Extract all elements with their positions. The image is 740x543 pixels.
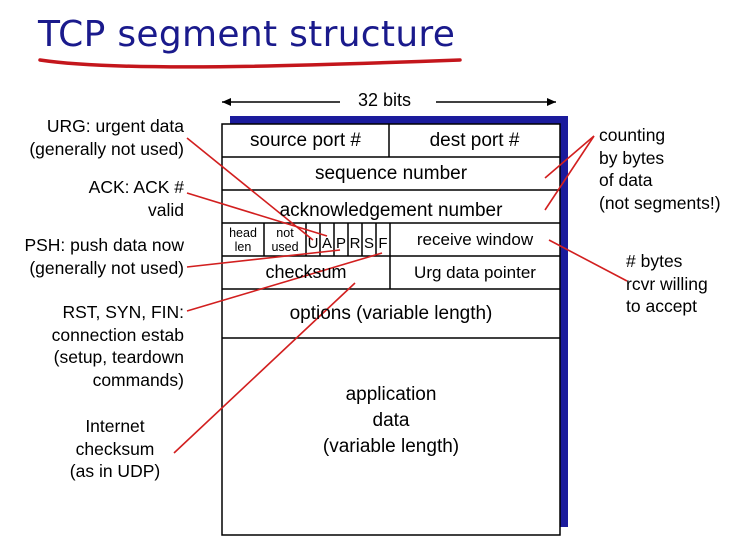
counting-callout-line-1 [544, 135, 595, 179]
options-field: options (variable length) [289, 302, 493, 324]
data-line-3: (variable length) [322, 436, 460, 457]
flag-fin: F [378, 235, 388, 252]
dest-port-field: dest port # [429, 129, 520, 151]
head-len-line-2: len [234, 239, 252, 254]
title-underline [38, 58, 462, 69]
data-line-1: application [345, 384, 437, 405]
ack-annotation: ACK: ACK # valid [88, 177, 184, 220]
checksum-field: checksum [265, 262, 347, 282]
flag-urg: U [307, 235, 319, 252]
counting-annotation: counting by bytes of data (not segments!… [599, 125, 721, 213]
data-field: application data (variable length) [222, 376, 560, 466]
segment-box [221, 123, 561, 536]
width-label: 32 bits [358, 90, 412, 110]
slide-title: TCP segment structure [38, 14, 456, 55]
not-used-field: not used [264, 223, 306, 256]
urg-annotation: URG: urgent data (generally not used) [29, 116, 184, 159]
psh-callout-line [186, 249, 341, 268]
rst-callout-line [186, 252, 383, 312]
data-line-2: data [372, 410, 410, 431]
checksum-annotation: Internet checksum (as in UDP) [69, 416, 161, 481]
urg-callout-line [186, 137, 314, 241]
rst-syn-fin-annotation: RST, SYN, FIN: connection estab (setup, … [51, 302, 184, 390]
checksum-callout-line [173, 282, 356, 454]
not-used-line-2: used [271, 239, 299, 254]
flag-psh: P [335, 235, 346, 252]
psh-annotation: PSH: push data now (generally not used) [24, 235, 184, 278]
receive-window-field: receive window [416, 229, 534, 249]
sequence-number-field: sequence number [314, 162, 468, 184]
head-len-field: head len [222, 223, 264, 256]
window-callout-line [548, 239, 628, 282]
ack-number-field: acknowledgement number [279, 200, 503, 221]
head-len-line-1: head [229, 225, 257, 240]
source-port-field: source port # [250, 129, 361, 151]
ack-callout-line [186, 192, 328, 237]
window-annotation: # bytes rcvr willing to accept [626, 251, 708, 316]
not-used-line-1: not [276, 225, 294, 240]
flag-syn: S [363, 235, 374, 252]
flag-rst: R [349, 235, 361, 252]
flag-ack: A [321, 235, 332, 252]
urg-pointer-field: Urg data pointer [414, 262, 536, 282]
counting-callout-line-2 [544, 135, 595, 211]
